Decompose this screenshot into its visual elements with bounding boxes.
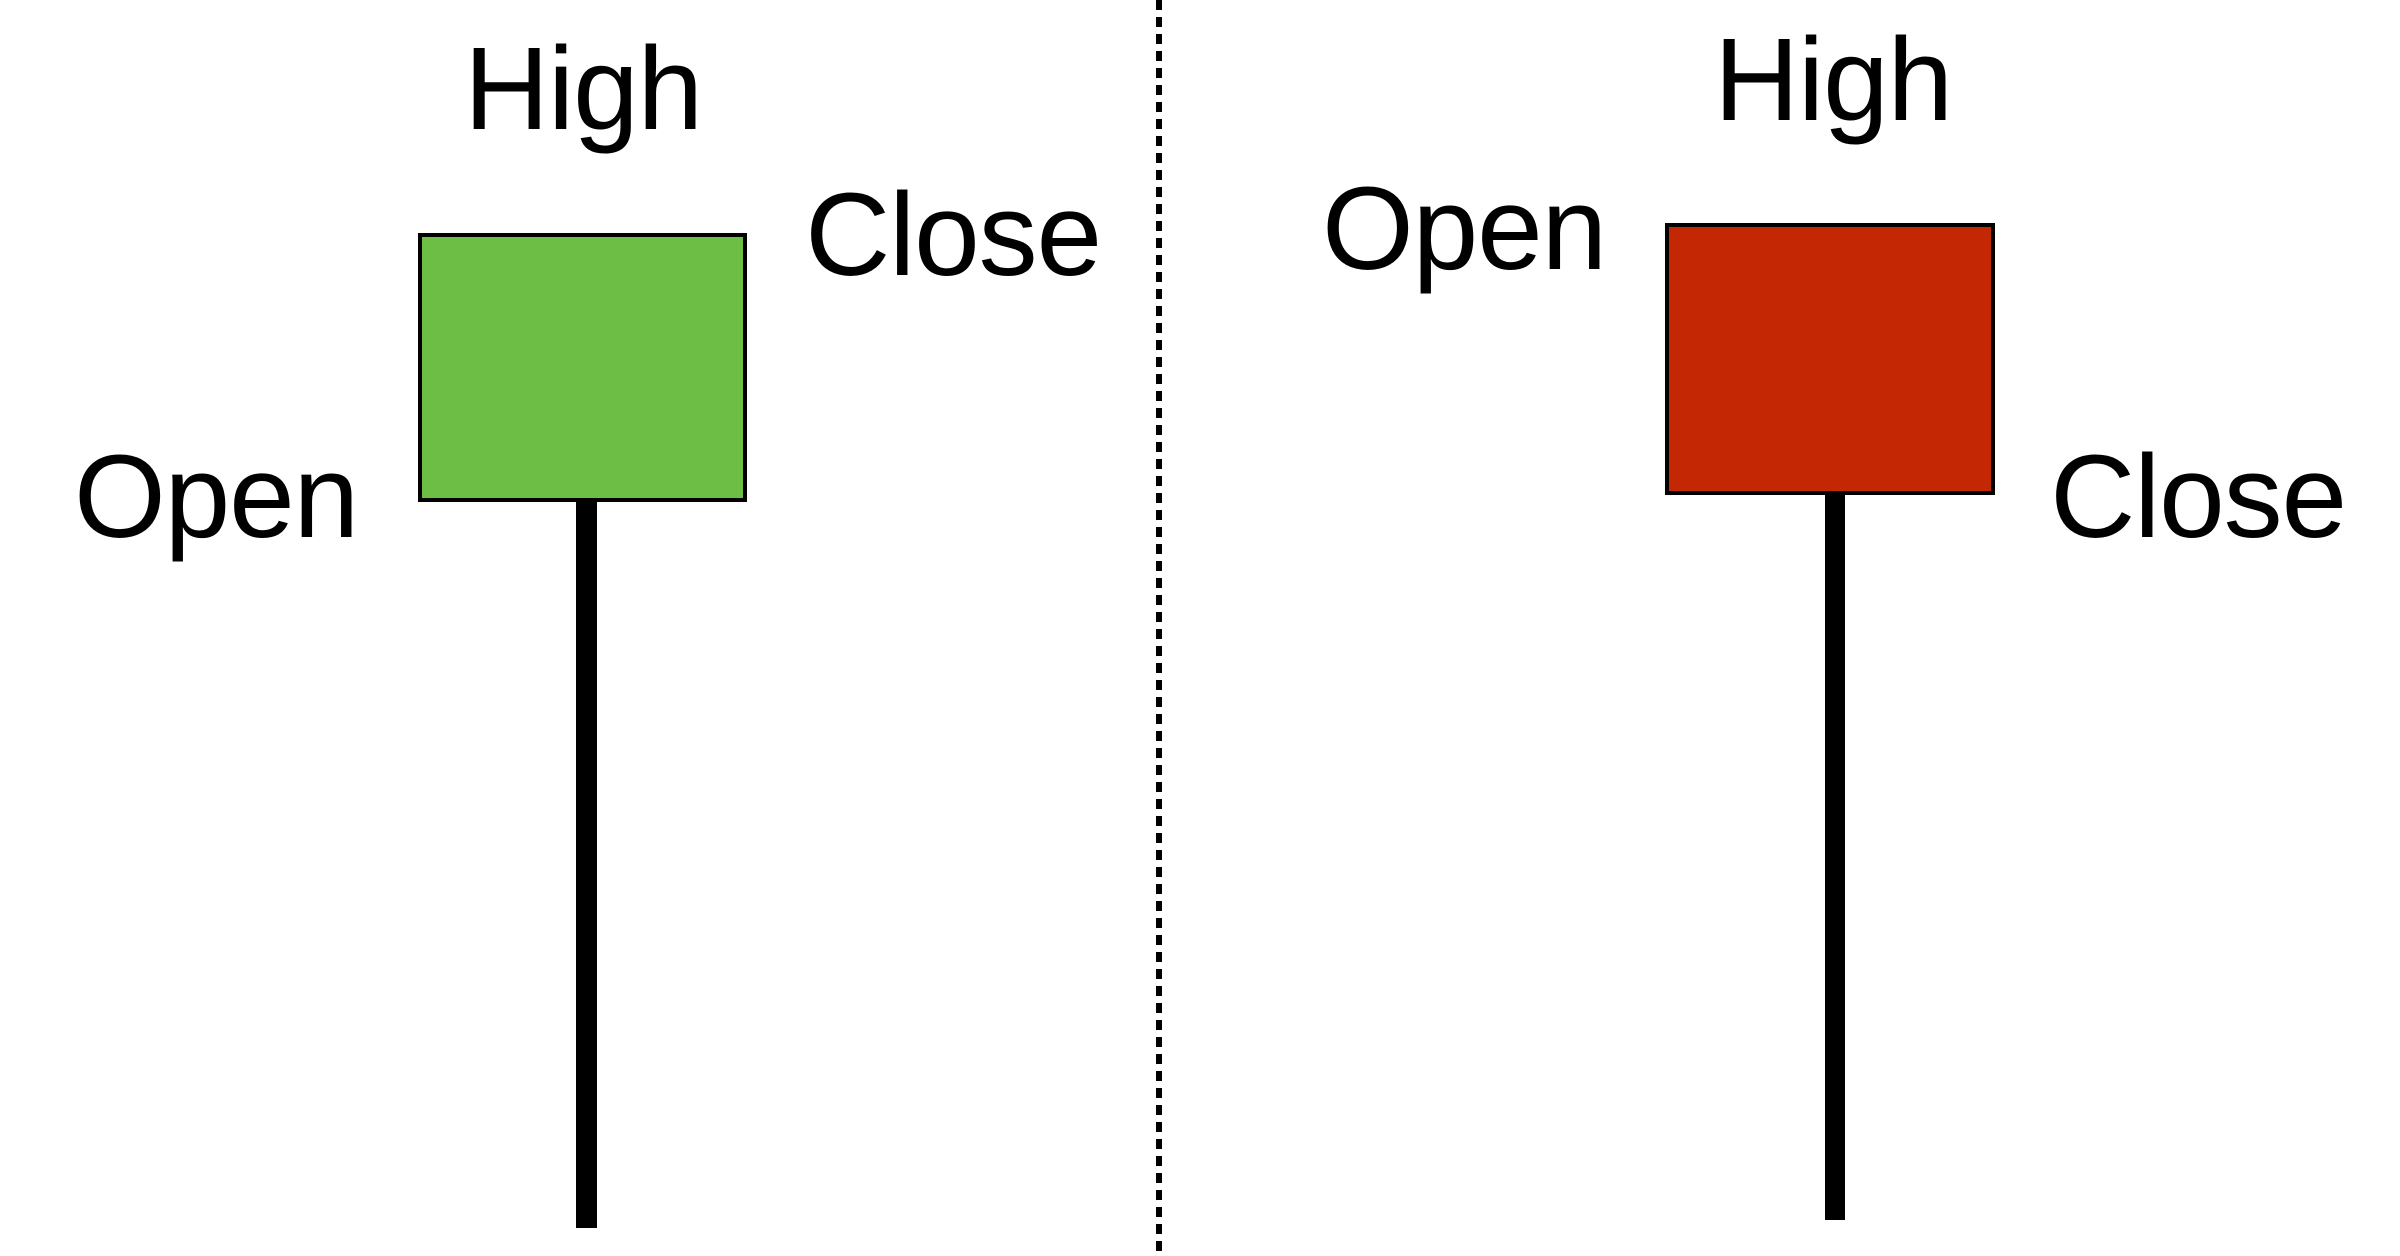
open-label-bearish: Open — [1322, 163, 1607, 295]
close-label-bullish: Close — [805, 169, 1102, 301]
lower-wick-bullish — [576, 498, 597, 1228]
panel-divider-dashed-line — [1156, 0, 1162, 1256]
candle-body-bullish — [418, 233, 747, 502]
candle-body-bearish — [1665, 223, 1995, 495]
high-label-bullish: High — [464, 23, 703, 155]
lower-wick-bearish — [1825, 491, 1845, 1220]
open-label-bullish: Open — [74, 431, 359, 563]
high-label-bearish: High — [1714, 14, 1953, 146]
close-label-bearish: Close — [2050, 431, 2347, 563]
